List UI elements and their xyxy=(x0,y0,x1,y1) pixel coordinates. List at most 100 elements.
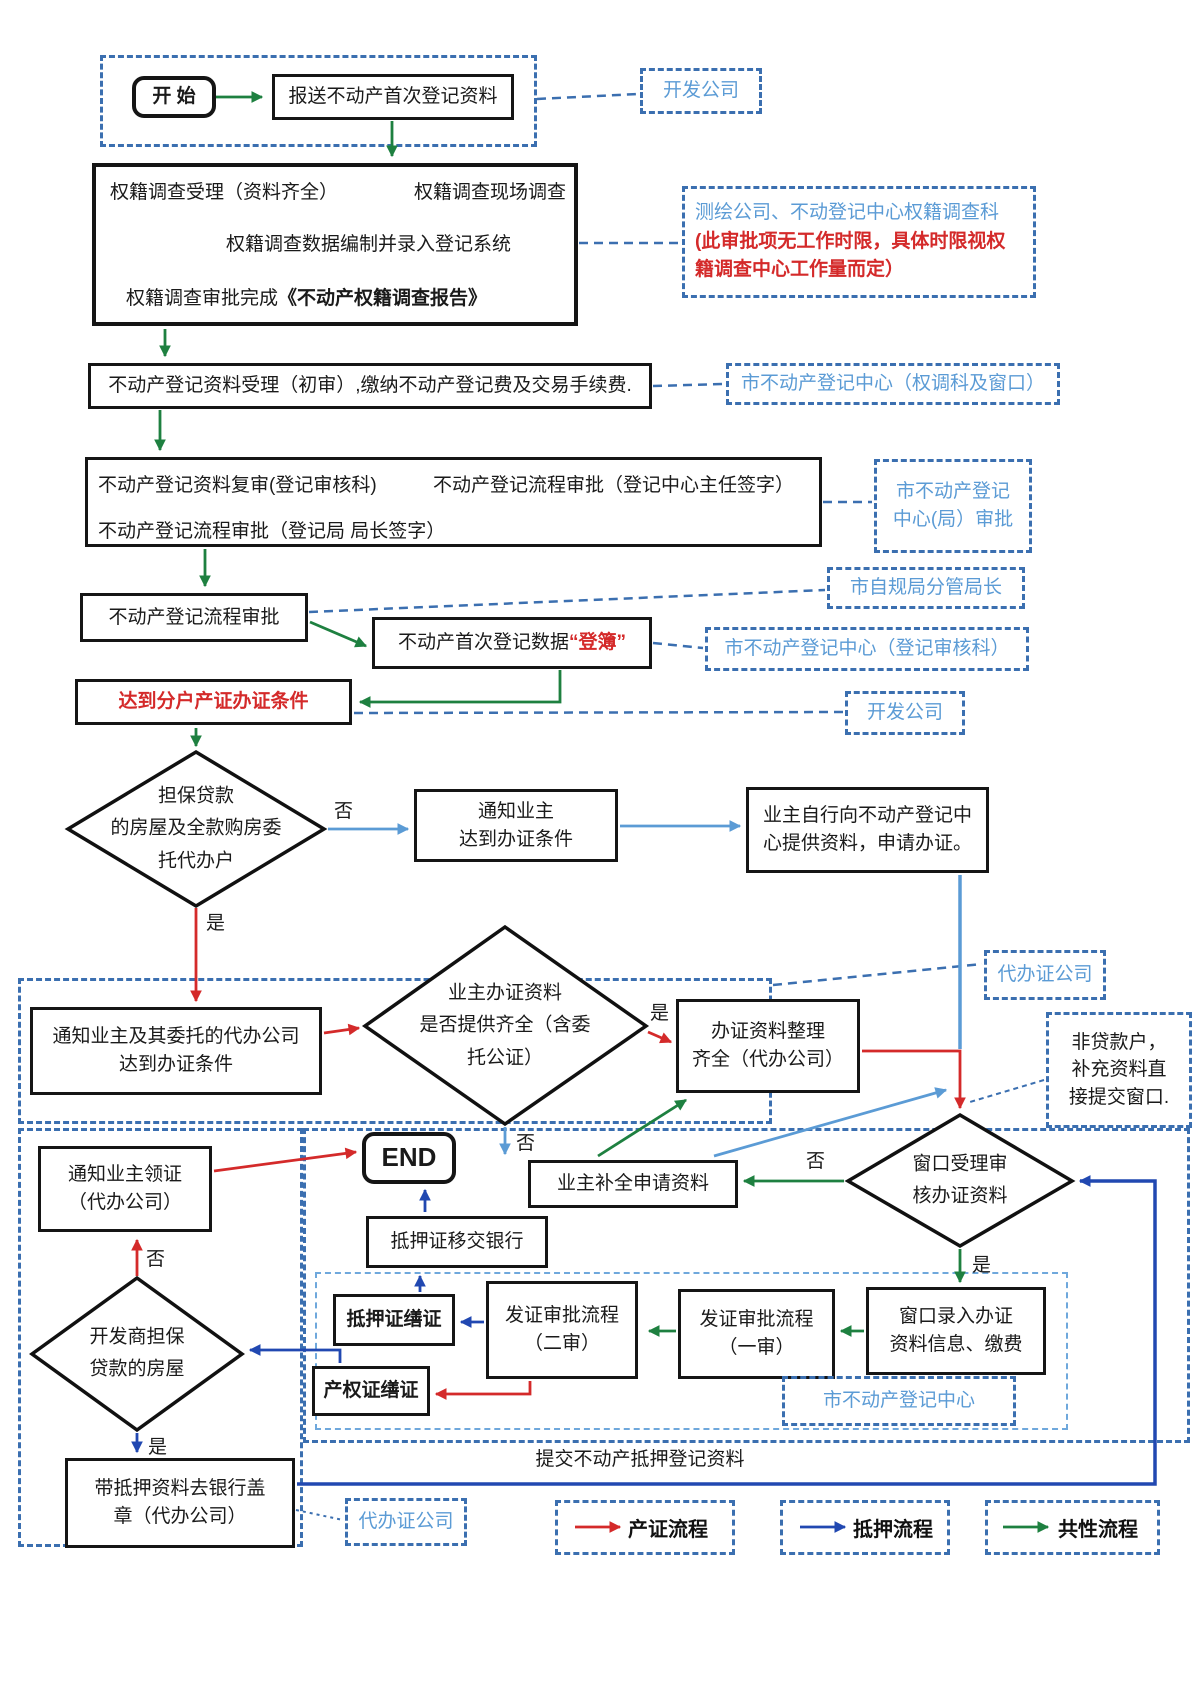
decision-window-review xyxy=(844,1112,1076,1249)
notify-owner-line2: 达到办证条件 xyxy=(458,828,573,850)
organize-line1: 办证资料整理 xyxy=(710,1021,825,1043)
register-highlight: “登簿” xyxy=(569,632,627,654)
initial-review-box: 不动产登记资料受理（初审）,缴纳不动产登记费及交易手续费. xyxy=(88,363,652,409)
annotation-center-review: 市不动产登记中心（登记审核科） xyxy=(705,627,1029,671)
annotation-agent-bottom: 代办证公司 xyxy=(345,1498,467,1546)
cadastral-survey-box: 权籍调查受理（资料齐全） 权籍调查现场调查 权籍调查数据编制并录入登记系统 权籍… xyxy=(92,163,578,326)
decision-loan-text: 担保贷款 的房屋及全款购房委 托代办户 xyxy=(110,781,281,878)
owner-self-apply-box: 业主自行向不动产登记中 心提供资料，申请办证。 xyxy=(746,787,989,873)
survey-field-label: 权籍调查现场调查 xyxy=(414,182,567,203)
start-node: 开 始 xyxy=(132,76,216,118)
decision-materials-complete xyxy=(361,924,650,1127)
submit-mortgage-label: 提交不动产抵押登记资料 xyxy=(460,1444,820,1471)
decision-developer-guaranteed xyxy=(29,1275,245,1433)
nonloan-line1: 非贷款户， xyxy=(1071,1031,1167,1053)
decision-developer-text: 开发商担保 贷款的房屋 xyxy=(89,1322,184,1387)
decision-developer-line1: 开发商担保 xyxy=(89,1326,185,1348)
supplement-materials-box: 业主补全申请资料 xyxy=(528,1160,738,1208)
process-approval-box: 不动产登记流程审批 xyxy=(80,593,308,642)
annotation-bureau-chief: 市自规局分管局长 xyxy=(827,567,1025,609)
notify-pickup-box: 通知业主领证 （代办公司） xyxy=(38,1146,212,1232)
region-developer-top xyxy=(100,55,537,147)
issue1-line1: 发证审批流程 xyxy=(699,1309,814,1331)
decision-materials-line2: 是否提供齐全（含委 xyxy=(419,1014,591,1036)
survey-entry-label: 权籍调查数据编制并录入登记系统 xyxy=(226,234,512,255)
nonloan-line3: 接提交窗口. xyxy=(1068,1086,1170,1108)
annotation-connectors xyxy=(295,92,1045,1521)
annotation-developer-mid: 开发公司 xyxy=(845,691,965,735)
common-flow-arrows xyxy=(154,91,1050,1533)
annotation-center-bureau-line2: 中心(局）审批 xyxy=(892,509,1014,530)
issue2-line2: （二审） xyxy=(523,1333,600,1354)
bank-seal-box: 带抵押资料去银行盖 章（代办公司） xyxy=(65,1458,295,1548)
annotation-agent-bottom-label: 代办证公司 xyxy=(358,1510,454,1532)
nonloan-note-box: 非贷款户， 补充资料直 接提交窗口. xyxy=(1046,1012,1192,1128)
survey-approve-report: 《不动产权籍调查报告》 xyxy=(278,288,488,309)
branch-no-d2: 否 xyxy=(516,1133,536,1154)
mortgage-flow-arrows xyxy=(131,1175,1157,1533)
bank-seal-line1: 带抵押资料去银行盖 xyxy=(94,1478,266,1500)
region-registration-bottom-right xyxy=(303,1128,1190,1443)
legend-cert-flow-label: 产证流程 xyxy=(628,1519,708,1541)
process-approval-label: 不动产登记流程审批 xyxy=(108,606,280,628)
register-prefix: 不动产首次登记数据 xyxy=(397,632,569,654)
annotation-survey-org-line: 测绘公司、不动登记中心权籍调查科 xyxy=(695,202,1000,224)
supplement-label: 业主补全申请资料 xyxy=(556,1173,709,1195)
issue2-line1: 发证审批流程 xyxy=(504,1305,619,1327)
ready-for-certificates-box: 达到分户产证办证条件 xyxy=(75,679,352,725)
annotation-center-bureau-line1: 市不动产登记 xyxy=(895,480,1010,502)
issue1-line2: （一审） xyxy=(718,1337,795,1358)
survey-approve-label: 权籍调查审批完成《不动产权籍调查报告》 xyxy=(126,285,487,313)
legend-mortgage-flow: 抵押流程 xyxy=(780,1500,950,1555)
annotation-center-review-label: 市不动产登记中心（登记审核科） xyxy=(724,637,1010,659)
nonloan-line2: 补充资料直 xyxy=(1071,1059,1167,1081)
decision-loan-line2: 的房屋及全款购房委 xyxy=(110,817,282,839)
initial-review-label: 不动产登记资料受理（初审）,缴纳不动产登记费及交易手续费. xyxy=(108,375,632,397)
branch-no-d4: 否 xyxy=(146,1249,166,1270)
annotation-center-bottom: 市不动产登记中心 xyxy=(782,1376,1016,1426)
submit-mortgage-text: 提交不动产抵押登记资料 xyxy=(535,1449,745,1470)
survey-accept-label: 权籍调查受理（资料齐全） xyxy=(110,182,339,203)
branch-no-d3: 否 xyxy=(806,1151,826,1172)
annotation-developer-top-label: 开发公司 xyxy=(662,79,739,101)
second-review-line2: 不动产登记流程审批（登记局 局长签字） xyxy=(98,521,446,542)
second-review-line1a: 不动产登记资料复审(登记审核科) xyxy=(98,475,377,496)
decision-loan-or-full-payment xyxy=(64,749,328,909)
owner-self-line2: 心提供资料，申请办证。 xyxy=(762,833,972,854)
start-label: 开 始 xyxy=(152,86,196,108)
annotation-survey-org: 测绘公司、不动登记中心权籍调查科 (此审批项无工作时限，具体时限视权 籍调查中心… xyxy=(682,186,1036,298)
property-cert-label: 产权证缮证 xyxy=(323,1380,419,1402)
window-entry-line2: 资料信息、缴费 xyxy=(889,1334,1023,1355)
legend-cert-flow: 产证流程 xyxy=(555,1500,735,1555)
submit-first-registration-box: 报送不动产首次登记资料 xyxy=(272,74,514,120)
decision-materials-line1: 业主办证资料 xyxy=(447,982,563,1004)
notify-pickup-line2: （代办公司） xyxy=(67,1192,182,1213)
annotation-agent-mid-label: 代办证公司 xyxy=(997,963,1093,985)
end-node: END xyxy=(362,1132,456,1184)
decision-window-line2: 核办证资料 xyxy=(912,1186,1008,1207)
end-label: END xyxy=(381,1142,437,1173)
notify-pickup-line1: 通知业主领证 xyxy=(67,1164,182,1186)
register-book-box: 不动产首次登记数据“登簿” xyxy=(372,617,652,669)
branch-no-d1: 否 xyxy=(334,801,354,822)
cert-flow-arrows xyxy=(131,908,966,1533)
branch-yes-d2: 是 xyxy=(650,1003,670,1024)
second-review-box: 不动产登记资料复审(登记审核科) 不动产登记流程审批（登记中心主任签字） 不动产… xyxy=(85,457,822,547)
window-entry-box: 窗口录入办证 资料信息、缴费 xyxy=(866,1287,1046,1375)
decision-window-line1: 窗口受理审 xyxy=(912,1153,1008,1175)
survey-approve-prefix: 权籍调查审批完成 xyxy=(126,288,279,309)
decision-loan-line3: 托代办户 xyxy=(157,850,235,872)
second-review-line1b: 不动产登记流程审批（登记中心主任签字） xyxy=(433,475,795,496)
organize-materials-box: 办证资料整理 齐全（代办公司） xyxy=(676,999,860,1093)
notify-agent-line1: 通知业主及其委托的代办公司 xyxy=(52,1026,300,1048)
branch-yes-d4: 是 xyxy=(148,1437,168,1458)
decision-loan-line1: 担保贷款 xyxy=(157,785,235,807)
notify-agent-line2: 达到办证条件 xyxy=(118,1054,233,1075)
branch-yes-d3: 是 xyxy=(972,1255,992,1276)
decision-developer-line2: 贷款的房屋 xyxy=(89,1359,185,1380)
legend-common-flow-label: 共性流程 xyxy=(1058,1519,1138,1541)
mortgage-cert-box: 抵押证缮证 xyxy=(333,1294,455,1346)
mortgage-transfer-label: 抵押证移交银行 xyxy=(390,1231,524,1253)
decision-window-text: 窗口受理审 核办证资料 xyxy=(912,1149,1007,1214)
annotation-developer-mid-label: 开发公司 xyxy=(866,701,943,723)
